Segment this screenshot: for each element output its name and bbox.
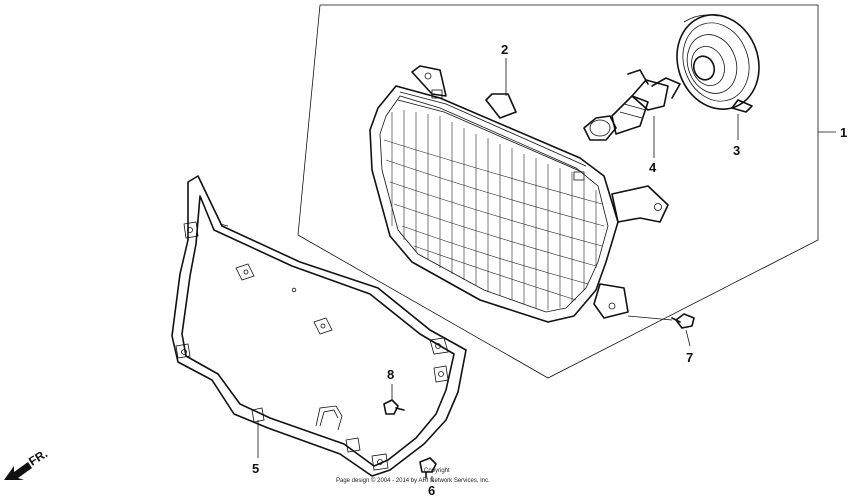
callout-4: 4 <box>649 160 657 175</box>
headlight-unit <box>369 65 669 323</box>
callout-7: 7 <box>686 350 693 365</box>
front-arrow-icon <box>4 462 32 480</box>
callout-6: 6 <box>428 483 435 498</box>
callout-labels: 1 2 3 4 5 6 7 8 <box>252 42 847 498</box>
callout-2: 2 <box>501 42 508 57</box>
copyright-line-1: Copyright <box>424 468 450 474</box>
callout-1: 1 <box>840 125 847 140</box>
copyright-line-2: Page design © 2004 - 2014 by ARI Network… <box>336 477 490 484</box>
bulb <box>583 69 681 141</box>
mounting-frame <box>171 175 467 477</box>
callout-8: 8 <box>387 367 394 382</box>
leader-lines <box>257 58 739 482</box>
front-indicator: FR. <box>4 446 50 480</box>
dust-cover <box>676 14 760 113</box>
bolt-8 <box>383 399 405 415</box>
callout-3: 3 <box>733 143 740 158</box>
bolt-6 <box>419 457 437 479</box>
copyright-notice: Copyright Page design © 2004 - 2014 by A… <box>336 468 490 484</box>
callout-5: 5 <box>252 461 259 476</box>
assembly-group-outline <box>297 4 836 379</box>
screw-7 <box>671 313 695 329</box>
